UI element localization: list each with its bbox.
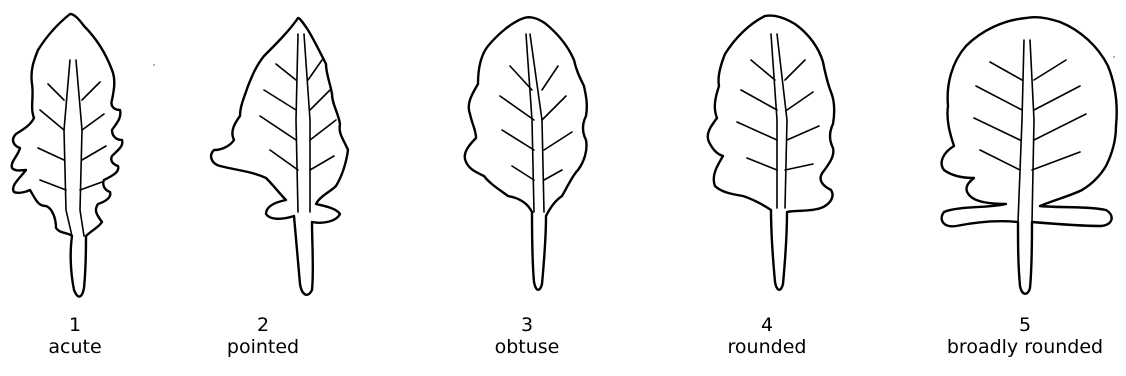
leaf-label: acute <box>0 336 160 358</box>
caption-leaf-4: 4 rounded <box>682 314 852 358</box>
specks <box>1113 56 1115 58</box>
leaf-label: pointed <box>178 336 348 358</box>
leaf-number: 1 <box>0 314 160 336</box>
specks <box>153 64 155 66</box>
leaf-obtuse-drawing <box>450 0 610 310</box>
caption-leaf-5: 5 broadly rounded <box>940 314 1110 358</box>
leaf-number: 2 <box>178 314 348 336</box>
leaf-number: 3 <box>442 314 612 336</box>
leaf-label: rounded <box>682 336 852 358</box>
caption-leaf-1: 1 acute <box>0 314 160 358</box>
leaf-label: broadly rounded <box>940 336 1110 358</box>
leaf-acute-drawing <box>0 0 160 310</box>
leaf-pointed-drawing <box>200 0 360 310</box>
leaf-broadly-rounded-drawing <box>930 0 1126 310</box>
caption-leaf-3: 3 obtuse <box>442 314 612 358</box>
leaf-number: 5 <box>940 314 1110 336</box>
leaf-rounded-drawing <box>695 0 865 310</box>
caption-leaf-2: 2 pointed <box>178 314 348 358</box>
leaf-label: obtuse <box>442 336 612 358</box>
leaf-number: 4 <box>682 314 852 336</box>
